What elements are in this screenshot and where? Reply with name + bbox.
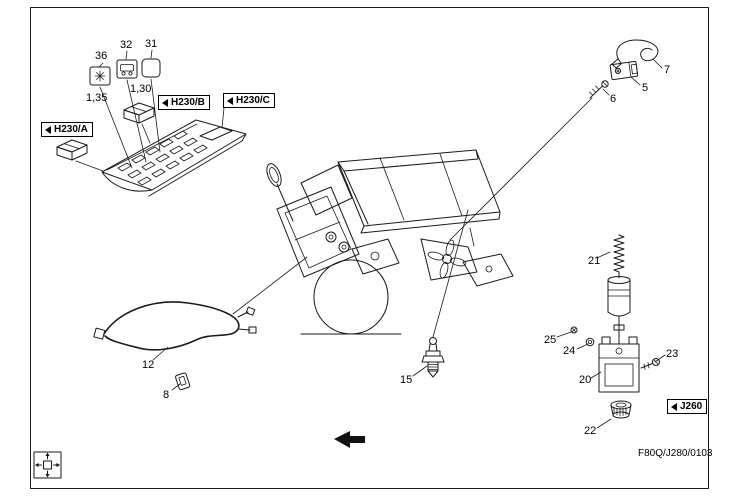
keypad-panel [101,119,247,197]
callout-value-1-35: 1,35 [86,92,108,104]
switch-body-part [598,336,640,393]
label-box-h230c-text: H230/C [236,95,270,106]
bracket-block-part [609,60,639,81]
page-frame [30,7,709,489]
left-pointer-icon [45,125,51,134]
cap-nut-part [610,400,632,419]
callout-8: 8 [163,389,170,401]
switch-key-32-icon [116,59,138,79]
label-box-j260: J260 [667,399,708,414]
callout-20: 20 [579,374,592,386]
label-box-h230b-text: H230/B [171,97,205,108]
callout-22: 22 [584,425,597,437]
button-module-a [56,139,88,161]
screw-part-25 [570,326,578,334]
screw-part-23 [640,358,660,370]
label-box-h230b: H230/B [158,95,210,110]
screw-part-6 [589,80,609,99]
callout-value-1-30: 1,30 [130,83,152,95]
leader-lines [75,49,666,429]
left-pointer-icon [671,402,677,411]
callout-25: 25 [544,334,557,346]
orientation-symbol-icon [33,451,62,479]
button-module-b [123,102,155,124]
callout-23: 23 [666,348,679,360]
callout-15: 15 [400,374,413,386]
washer-part [585,337,595,347]
spring-part [607,234,631,345]
label-box-j260-text: J260 [680,401,703,412]
label-box-h230a-text: H230/A [54,124,88,135]
switch-key-36-icon [89,66,111,86]
left-pointer-icon [227,96,233,105]
drawing-ref-code: F80Q/J280/0103 [638,448,713,459]
label-box-h230c: H230/C [223,93,275,108]
callout-21: 21 [588,255,601,267]
cable-clip-part [611,39,659,69]
callout-32: 32 [120,39,133,51]
fan-part [427,239,467,279]
callout-31: 31 [145,38,158,50]
callout-5: 5 [642,82,649,94]
callout-36: 36 [95,50,108,62]
wiring-harness [93,301,257,351]
callout-6: 6 [610,93,617,105]
label-box-h230a: H230/A [41,122,93,137]
console-assembly [266,149,514,335]
callout-7: 7 [664,64,671,76]
callout-24: 24 [563,345,576,357]
callout-12: 12 [142,359,155,371]
switch-key-31-icon [141,58,161,78]
grommet-part [175,372,191,391]
left-pointer-icon [162,98,168,107]
sensor-part [421,337,445,378]
direction-arrow-icon [334,431,365,448]
shift-ball [313,259,389,335]
